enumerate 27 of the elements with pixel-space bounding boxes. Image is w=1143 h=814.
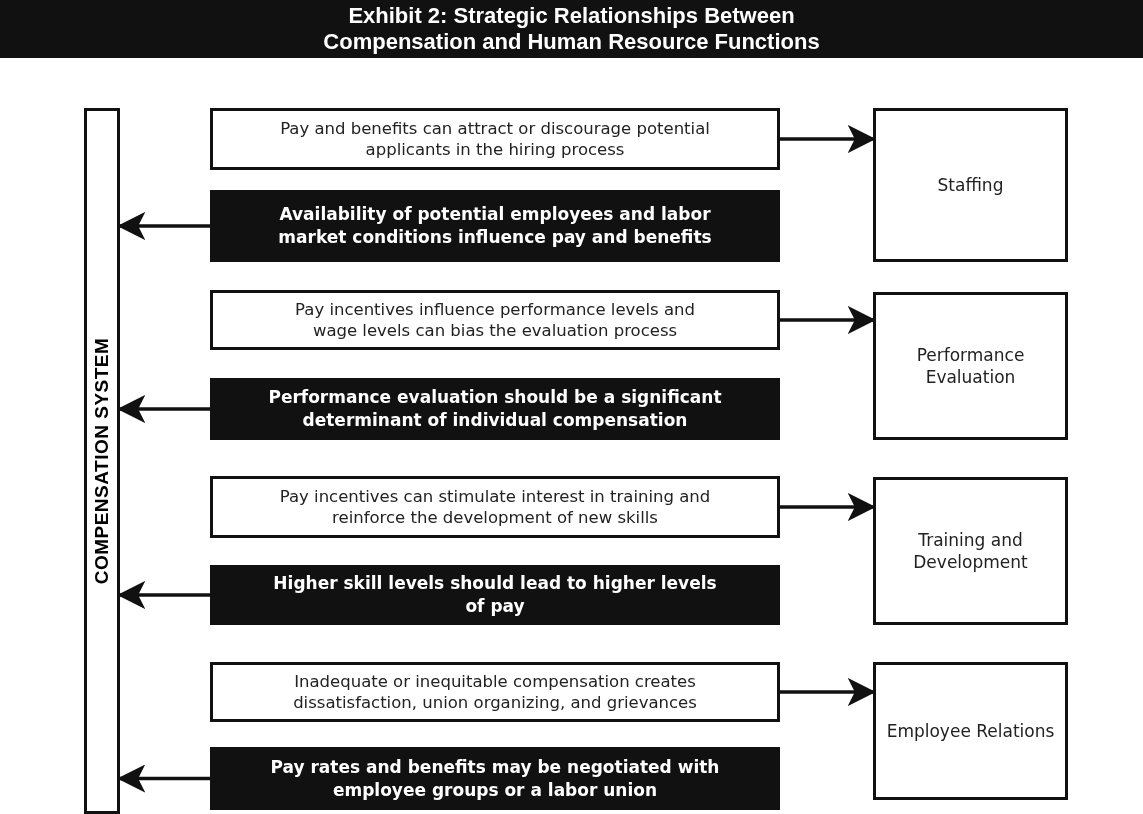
node-text: Pay rates and benefits may be negotiated with employee groups or a labor union — [269, 755, 721, 802]
text-box — [210, 190, 780, 262]
node-text: Higher skill levels should lead to higher levels of pay — [272, 572, 718, 618]
title-banner: Exhibit 2: Strategic Relationships Between Compensation and Human Resource Functions — [0, 0, 1143, 58]
node-text: Staffing — [937, 173, 1004, 197]
system-box — [84, 108, 120, 814]
node-text: Availability of potential employees and labor market conditions influence pay and benefits — [277, 203, 713, 249]
node-text: Training and Development — [912, 528, 1029, 574]
text-box — [210, 662, 780, 722]
text-box — [210, 378, 780, 440]
function-box — [873, 662, 1068, 800]
text-box — [210, 108, 780, 170]
function-box — [873, 477, 1068, 625]
node-text: Performance evaluation should be a significant determinant of individual compensation — [267, 386, 723, 432]
text-box — [210, 290, 780, 350]
text-box — [210, 476, 780, 538]
text-box — [210, 565, 780, 625]
node-text: Pay and benefits can attract or discourage potential applicants in the hiring process — [279, 117, 711, 161]
node-text: Performance Evaluation — [915, 343, 1026, 389]
function-box — [873, 292, 1068, 440]
node-text: Pay incentives can stimulate interest in training and reinforce the development of new skills — [278, 485, 712, 529]
node-text: COMPENSATION SYSTEM — [91, 337, 113, 585]
node-text: Employee Relations — [886, 719, 1055, 743]
text-box — [210, 747, 780, 810]
node-text: Inadequate or inequitable compensation creates dissatisfaction, union organizing, and grievances — [292, 670, 698, 714]
function-box — [873, 108, 1068, 262]
node-text: Pay incentives influence performance levels and wage levels can bias the evaluation process — [294, 298, 696, 342]
